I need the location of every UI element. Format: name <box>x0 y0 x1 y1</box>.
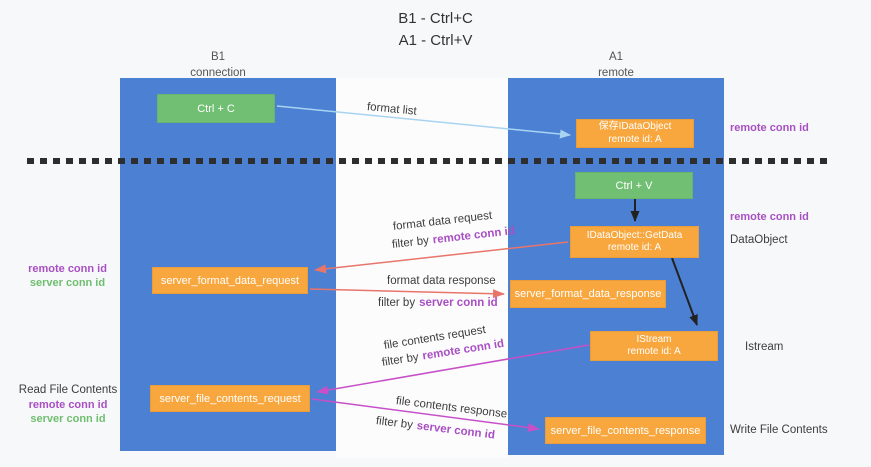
node-getdata-line1: IDataObject::GetData <box>586 229 683 241</box>
node-istream-line2: remote id: A <box>627 346 681 357</box>
right-istream-label: Istream <box>745 341 784 353</box>
diagram-title: B1 - Ctrl+C A1 - Ctrl+V <box>0 8 871 52</box>
right-remote-conn-id-2: remote conn id <box>730 211 809 223</box>
node-save-idataobject-line2: remote id: A <box>608 133 662 145</box>
node-ctrl-c-label: Ctrl + C <box>197 102 235 115</box>
left-conn-id-block: remote conn id server conn id <box>15 262 120 291</box>
node-istream: IStream remote id: A <box>590 331 718 361</box>
title-line-1: B1 - Ctrl+C <box>398 10 473 27</box>
right-dataobject-label: DataObject <box>730 234 788 246</box>
right-remote-conn-id-1: remote conn id <box>730 122 809 134</box>
node-idataobject-getdata: IDataObject::GetData remote id: A <box>570 226 699 258</box>
node-server-file-contents-response: server_file_contents_response <box>545 417 706 444</box>
edge-label-format-data-response: format data response <box>387 275 496 287</box>
left-read-file-block: Read File Contents remote conn id server… <box>12 383 124 427</box>
filter-by-text: filter by <box>378 297 416 309</box>
phase-separator-dashed-line <box>27 158 833 164</box>
node-ctrl-v: Ctrl + V <box>575 172 693 199</box>
right-write-file-contents-label: Write File Contents <box>730 424 828 436</box>
node-save-idataobject: 保存IDataObject remote id: A <box>576 119 694 148</box>
node-server-file-contents-request: server_file_contents_request <box>150 385 310 412</box>
node-save-idataobject-line1: 保存IDataObject <box>598 121 672 132</box>
node-format-request-label: server_format_data_request <box>160 274 300 287</box>
title-line-2: A1 - Ctrl+V <box>398 31 473 49</box>
lane-header-a1: A1 remote <box>546 50 686 81</box>
lane-b1-role: connection <box>190 66 246 79</box>
left-server-conn-id-1: server conn id <box>29 277 106 290</box>
lane-a1-name: A1 <box>608 51 624 63</box>
left-remote-conn-id-2: remote conn id <box>28 398 108 411</box>
server-conn-id-text: server conn id <box>419 297 498 309</box>
left-remote-conn-id-1: remote conn id <box>28 263 107 275</box>
node-server-format-data-response: server_format_data_response <box>510 280 666 308</box>
left-read-file-contents-label: Read File Contents <box>18 384 118 396</box>
node-istream-line1: IStream <box>636 333 672 345</box>
left-server-conn-id-2: server conn id <box>30 413 106 426</box>
node-getdata-line2: remote id: A <box>607 242 662 253</box>
node-ctrl-v-label: Ctrl + V <box>615 179 653 192</box>
lane-a1-role: remote <box>598 66 634 79</box>
lane-header-b1: B1 connection <box>148 50 288 81</box>
node-format-response-label: server_format_data_response <box>514 288 662 300</box>
node-file-request-label: server_file_contents_request <box>159 392 301 405</box>
lane-b1-name: B1 <box>210 51 226 63</box>
node-file-response-label: server_file_contents_response <box>550 424 701 437</box>
node-server-format-data-request: server_format_data_request <box>152 267 308 294</box>
node-ctrl-c: Ctrl + C <box>157 94 275 123</box>
